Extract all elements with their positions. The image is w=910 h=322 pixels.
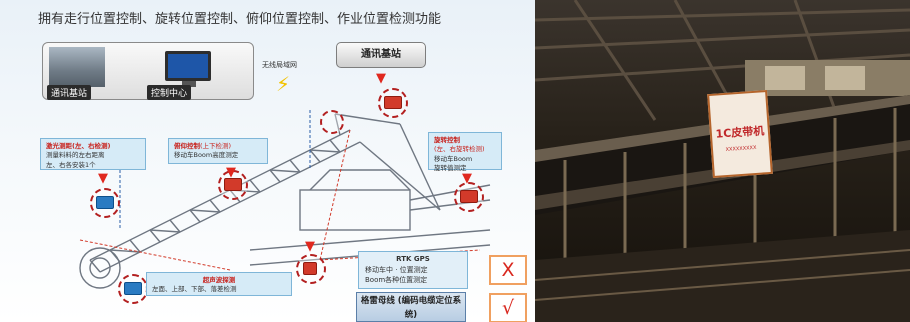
pitch-control-callout: 俯仰控制(上下检测) 移动车Boom高度测定: [168, 138, 268, 164]
ultrasonic-callout: 超声波探测 左面、上部、下部、落差检测: [146, 272, 292, 296]
pitch-callout-title-suffix: (上下检测): [200, 142, 232, 150]
page-title: 拥有走行位置控制、旋转位置控制、俯仰位置控制、作业位置检测功能: [38, 12, 442, 27]
lightning-icon: ⚡: [276, 72, 291, 96]
wireless-label: 无线局域网: [262, 61, 297, 69]
rotate-callout-line: 移动车Boom: [434, 154, 473, 163]
station-sensor-icon: [384, 96, 402, 109]
ultrasonic-sensor-icon: [124, 282, 142, 295]
ultrasonic-callout-line: 左面、上部、下部、落差检测: [152, 285, 237, 294]
rotate-control-callout: 旋转控制 (左、右旋转检测) 移动车Boom 旋转值测定: [428, 132, 502, 173]
walk-callout-title: 激光测距(左、右检测): [46, 142, 111, 150]
pitch-callout-line: 移动车Boom高度测定: [174, 151, 239, 160]
station-label: 通讯基站: [47, 85, 92, 100]
computer-icon: [165, 51, 211, 81]
boom-tip-marker: [320, 110, 344, 134]
diagram-panel: 拥有走行位置控制、旋转位置控制、俯仰位置控制、作业位置检测功能 通讯基站 控制中…: [0, 0, 535, 322]
right-mark: √: [489, 293, 527, 322]
walk-control-callout: 激光测距(左、右检测) 测量料料的左右距离 左、右各安装1个: [40, 138, 146, 170]
wrong-mark: X: [489, 255, 527, 285]
walk-sensor-icon: [96, 196, 114, 209]
ultrasonic-callout-title: 超声波探测: [202, 276, 236, 284]
conveyor-photo: 1C皮带机 XXXXXXXXX: [535, 0, 910, 322]
pitch-sensor-marker: [218, 170, 248, 200]
sign-text: 1C皮带机: [715, 124, 765, 141]
sign-subtext: XXXXXXXXX: [725, 144, 757, 154]
comm-station-box: 通讯基站 控制中心: [42, 42, 254, 100]
arrow-down-icon: ▼: [226, 165, 236, 180]
rtk-gps-box: RTK GPS 移动车中 · 位置测定 Boom各种位置测定: [358, 251, 468, 289]
rotate-callout-title: 旋转控制: [434, 136, 460, 144]
pitch-sensor-icon: [224, 178, 242, 191]
arrow-down-icon: ▼: [305, 239, 315, 254]
rtk-title: RTK GPS: [396, 255, 430, 263]
arrow-down-icon: ▼: [462, 171, 472, 186]
gps-sensor-icon: [303, 262, 317, 275]
computer-stand: [182, 81, 196, 87]
pitch-callout-title: 俯仰控制: [174, 142, 200, 150]
grating-bus-box: 格雷母线 (编码电缆定位系统): [356, 292, 466, 322]
arrow-down-icon: ▼: [98, 171, 108, 186]
rotate-sensor-icon: [460, 190, 478, 203]
control-center-label: 控制中心: [147, 85, 192, 100]
rtk-line: 移动车中 · 位置测定: [365, 265, 428, 274]
arrow-down-icon: ▼: [376, 71, 386, 86]
walk-callout-line: 左、右各安装1个: [46, 160, 96, 169]
station-tower-image: [49, 47, 105, 87]
comm-station-button[interactable]: 通讯基站: [336, 42, 426, 68]
conveyor-sign: 1C皮带机 XXXXXXXXX: [707, 90, 773, 178]
rotate-callout-line: 旋转值测定: [434, 164, 467, 173]
walk-callout-line: 测量料料的左右距离: [46, 151, 105, 160]
rtk-line: Boom各种位置测定: [365, 276, 428, 284]
rotate-callout-subtitle: (左、右旋转检测): [434, 145, 485, 154]
